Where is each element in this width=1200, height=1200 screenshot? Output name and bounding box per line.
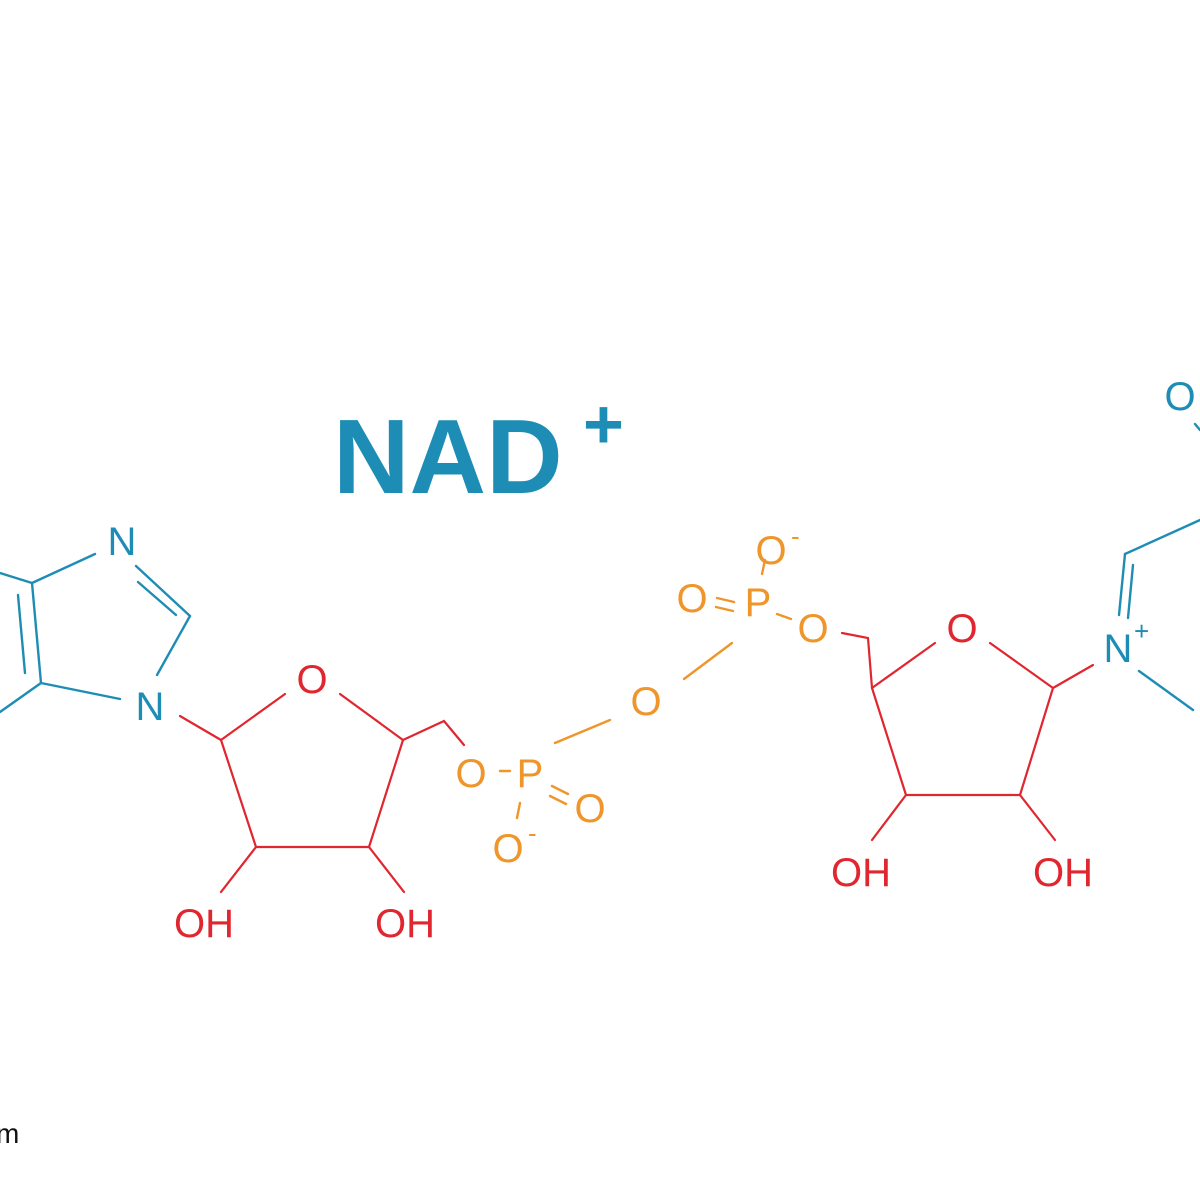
right-ribose-oh-2: OH [1033,851,1093,895]
molecule-title: NAD [333,398,563,516]
left-ribose-ring-o: O [296,658,327,702]
bridge-bond [682,641,734,681]
adenine-bonds [0,552,192,714]
right-ribose-oh-1: OH [831,851,891,895]
left-phosphate-o-double: O [574,787,605,831]
left-phosphate-o-minus: O [492,827,523,871]
left-ribose-oh-2: OH [375,902,435,946]
right-phosphate-o-ester: O [797,607,828,651]
nicotinamide-n: N [1104,627,1133,671]
adenine-n-top: N [108,520,137,564]
right-ribose-bonds [870,641,1095,842]
right-phosphate-bonds [714,558,874,690]
right-phosphate-o-double: O [676,577,707,621]
left-ribose-oh-1: OH [174,902,234,946]
left-phosphate-o-ester: O [455,752,486,796]
right-phosphate-o-minus: O [755,529,786,573]
nicotinamide-o: O [1164,375,1195,419]
left-phosphate-p: P [517,752,544,796]
molecule-charge: + [583,385,624,463]
right-ribose-ring-o: O [946,607,977,651]
bridge-o: O [630,680,661,724]
left-phosphate-bonds [498,718,612,820]
left-ribose-bonds [178,692,466,894]
footer-text: m [0,1118,20,1149]
adenine-n-bottom: N [136,685,165,729]
nicotinamide-charge: + [1134,616,1149,646]
nicotinamide-bonds [1117,422,1200,712]
left-phosphate-minus: - [528,818,537,848]
right-phosphate-minus: - [791,521,800,551]
right-phosphate-p: P [745,581,772,625]
